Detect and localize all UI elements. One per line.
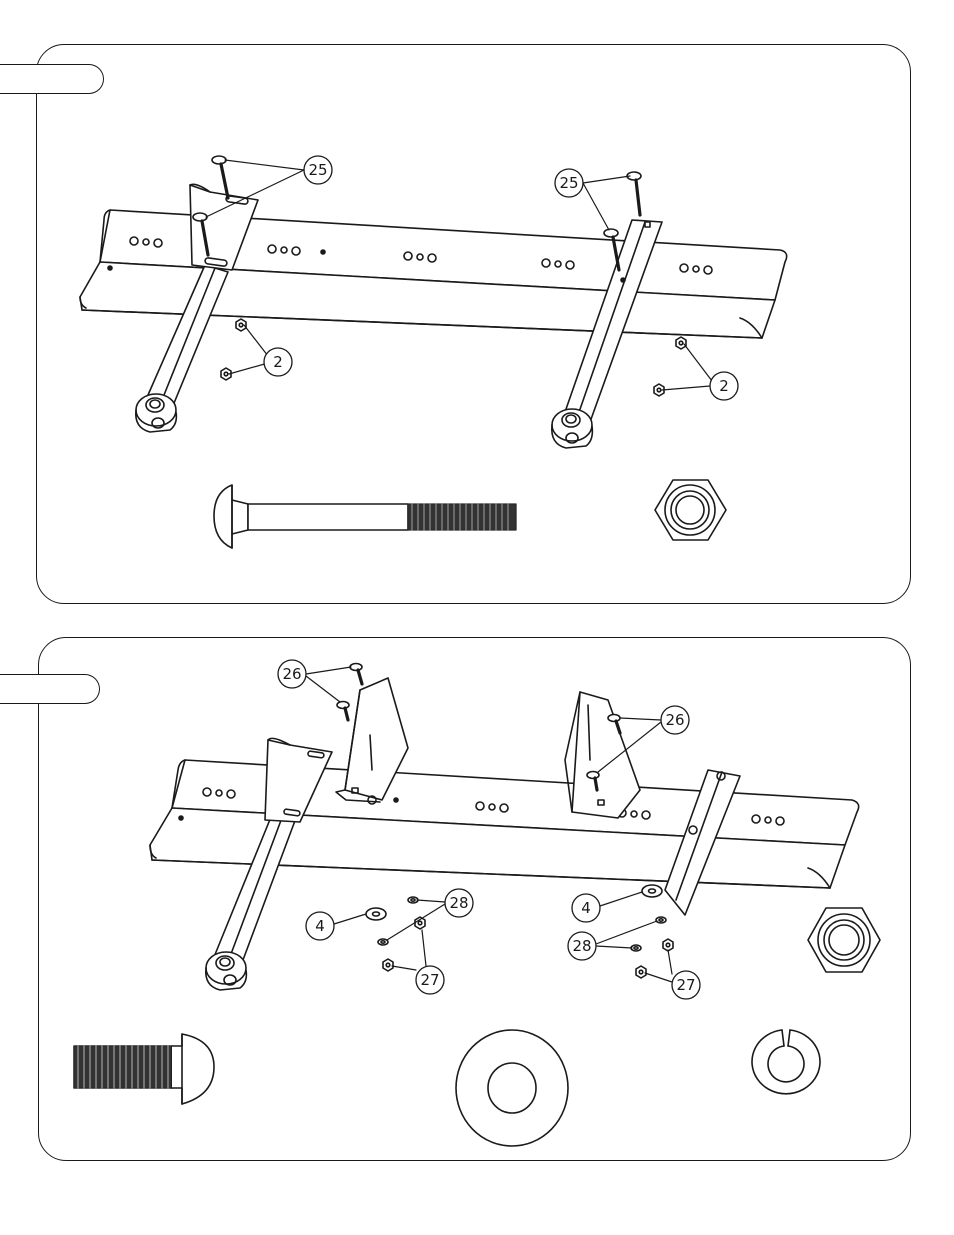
callout-26-left: 26 bbox=[278, 660, 306, 688]
washers-nuts-panel-2 bbox=[366, 885, 673, 978]
carriage-bolt-detail bbox=[214, 485, 516, 548]
svg-text:26: 26 bbox=[665, 711, 684, 729]
svg-text:28: 28 bbox=[572, 937, 591, 955]
svg-text:25: 25 bbox=[559, 174, 578, 192]
callout-4-right: 4 bbox=[572, 894, 600, 922]
flat-washer-detail bbox=[456, 1030, 568, 1146]
svg-text:2: 2 bbox=[273, 353, 283, 371]
svg-text:28: 28 bbox=[449, 894, 468, 912]
callout-2-left: 2 bbox=[264, 348, 292, 376]
angle-bracket-right-2 bbox=[565, 692, 640, 818]
svg-text:27: 27 bbox=[676, 976, 695, 994]
callout-28-left: 28 bbox=[445, 889, 473, 917]
callout-2-right: 2 bbox=[710, 372, 738, 400]
hex-nut-detail-2 bbox=[808, 908, 880, 972]
lock-washer-detail bbox=[752, 1030, 820, 1094]
svg-text:4: 4 bbox=[581, 899, 591, 917]
callout-25-right: 25 bbox=[555, 169, 583, 197]
callout-4-left: 4 bbox=[306, 912, 334, 940]
svg-text:25: 25 bbox=[308, 161, 327, 179]
callout-27-left: 27 bbox=[416, 966, 444, 994]
short-bolt-detail bbox=[74, 1034, 214, 1104]
hex-nut-detail bbox=[655, 480, 726, 540]
bolt-thread bbox=[408, 504, 516, 530]
svg-text:2: 2 bbox=[719, 377, 729, 395]
callout-25-left: 25 bbox=[304, 156, 332, 184]
callout-27-right: 27 bbox=[672, 971, 700, 999]
svg-text:26: 26 bbox=[282, 665, 301, 683]
callout-28-right: 28 bbox=[568, 932, 596, 960]
callout-26-right: 26 bbox=[661, 706, 689, 734]
svg-text:4: 4 bbox=[315, 917, 325, 935]
svg-text:27: 27 bbox=[420, 971, 439, 989]
